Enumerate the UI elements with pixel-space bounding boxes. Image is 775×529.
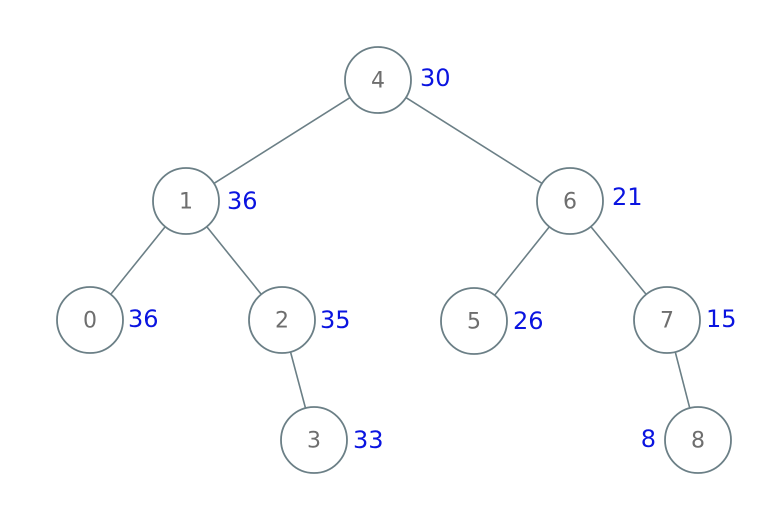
tree-node-4: 4 30 — [344, 46, 451, 114]
edge-7-8 — [674, 351, 691, 409]
tree-node-8: 88 — [641, 406, 732, 474]
node-circle — [280, 406, 348, 474]
node-label: 8 — [691, 429, 705, 454]
tree-node-2: 2 35 — [248, 286, 351, 354]
node-circle — [440, 287, 508, 355]
tree-node-5: 5 26 — [440, 287, 544, 355]
edge-4-1 — [213, 96, 351, 185]
node-circle — [664, 406, 732, 474]
edge-4-6 — [405, 96, 543, 185]
edge-6-5 — [493, 226, 551, 296]
node-label: 6 — [563, 190, 577, 215]
node-label: 2 — [275, 309, 289, 334]
node-circle — [56, 286, 124, 354]
edge-2-3 — [289, 351, 307, 409]
node-value: 35 — [320, 306, 351, 334]
node-label: 7 — [660, 309, 674, 334]
edge-1-0 — [110, 226, 166, 295]
node-value: 36 — [128, 305, 159, 333]
tree-node-7: 7 15 — [633, 286, 737, 354]
node-circle — [536, 167, 604, 235]
node-label: 5 — [467, 310, 481, 335]
node-circle — [152, 167, 220, 235]
node-circle — [633, 286, 701, 354]
node-value: 33 — [353, 426, 384, 454]
node-circle — [344, 46, 412, 114]
edge-1-2 — [206, 226, 262, 295]
node-label: 1 — [179, 190, 193, 215]
node-value: 30 — [420, 64, 451, 92]
tree-node-1: 1 36 — [152, 167, 258, 235]
node-value: 36 — [227, 187, 258, 215]
node-value: 26 — [513, 307, 544, 335]
tree-node-6: 6 21 — [536, 167, 643, 235]
edge-6-7 — [590, 226, 647, 295]
node-circle — [248, 286, 316, 354]
node-label: 4 — [371, 69, 385, 94]
tree-edges — [110, 96, 691, 409]
node-label: 3 — [307, 429, 321, 454]
tree-node-0: 0 36 — [56, 286, 159, 354]
node-value: 15 — [706, 305, 737, 333]
node-value: 21 — [612, 183, 643, 211]
node-label: 0 — [83, 309, 97, 334]
node-value: 8 — [641, 425, 656, 453]
